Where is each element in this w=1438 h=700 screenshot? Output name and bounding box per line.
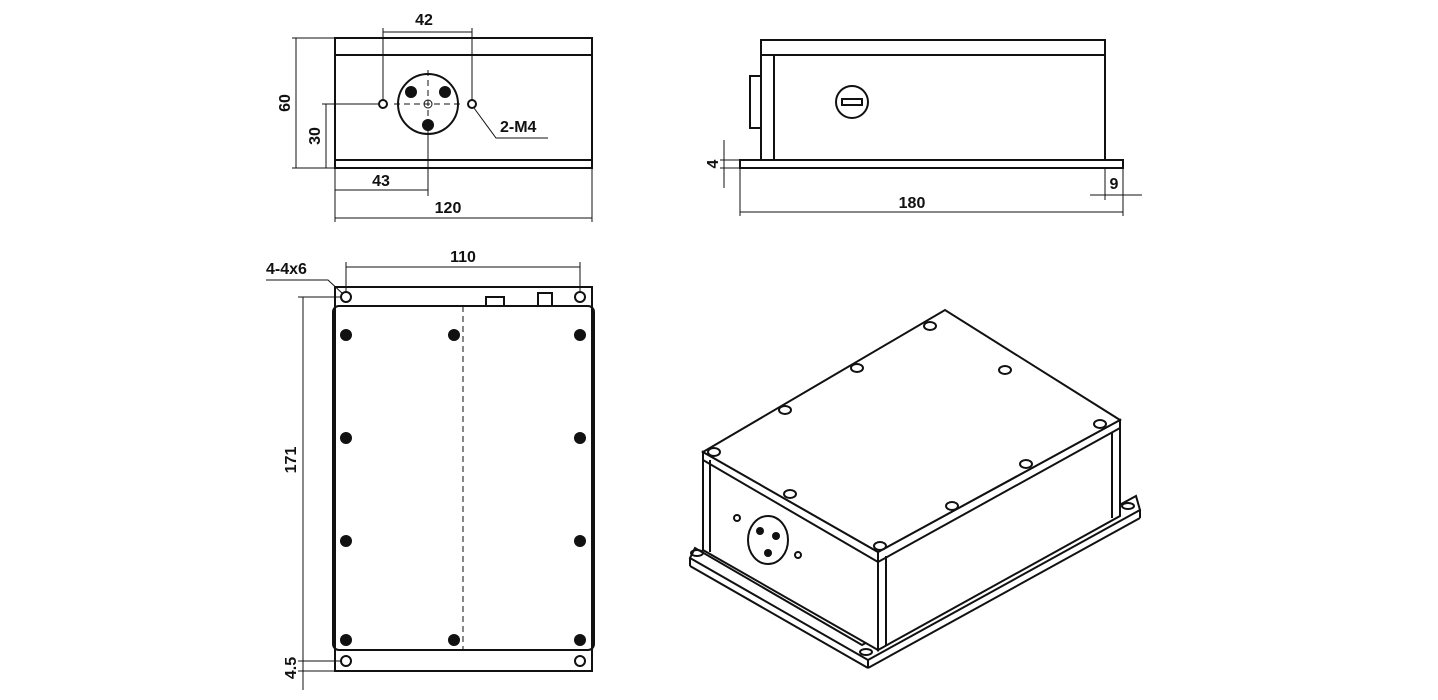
side-connector-stub <box>749 75 762 129</box>
front-m4-hole-left <box>378 99 388 109</box>
top-flange-outline <box>334 286 593 672</box>
side-knob <box>835 85 869 119</box>
iso-front-connector <box>733 514 802 565</box>
dim-front-30: 30 <box>307 127 324 145</box>
front-connector <box>394 70 462 138</box>
front-m4-hole-right <box>467 99 477 109</box>
front-view: 42 60 30 43 120 2-M4 <box>277 12 593 222</box>
iso-top-screws <box>707 321 1107 551</box>
dim-top-4-5: 4.5 <box>283 657 300 679</box>
callout-4-4x6: 4-4x6 <box>266 261 307 278</box>
top-connector-1 <box>485 296 505 307</box>
top-lid-screws <box>340 329 586 646</box>
dim-front-43: 43 <box>372 173 390 190</box>
dim-top-110: 110 <box>450 249 476 266</box>
side-view: 4 9 180 <box>705 39 1142 216</box>
iso-flange-holes <box>690 502 1135 656</box>
side-housing-outline <box>760 39 1106 161</box>
dim-front-60: 60 <box>277 94 294 112</box>
callout-2-m4: 2-M4 <box>500 119 537 136</box>
iso-top-face <box>701 308 1122 554</box>
top-connector-2 <box>537 292 553 307</box>
dim-front-42: 42 <box>415 12 433 29</box>
front-housing-outline <box>334 37 593 169</box>
dim-side-180: 180 <box>899 195 926 212</box>
side-flange <box>739 159 1124 169</box>
dim-front-120: 120 <box>435 200 462 217</box>
isometric-view <box>688 308 1142 669</box>
top-view: 110 171 4.5 4-4x6 <box>266 249 595 690</box>
dim-side-9: 9 <box>1110 176 1119 193</box>
dim-side-4: 4 <box>705 159 722 168</box>
dim-top-171: 171 <box>283 447 300 474</box>
